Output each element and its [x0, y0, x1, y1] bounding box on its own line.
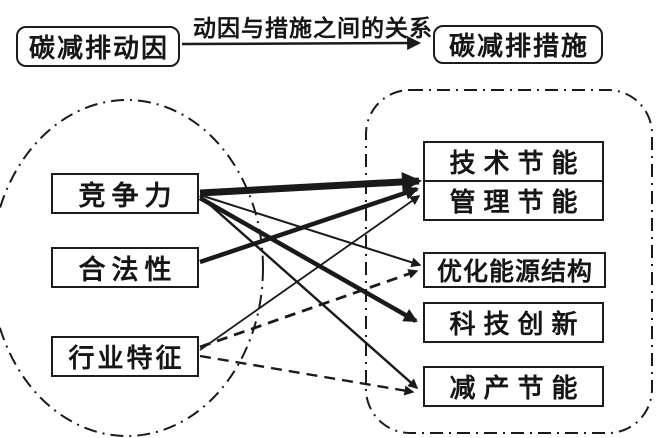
arrow-drivers-to-measures [181, 36, 422, 51]
box-industry-characteristics: 行业特征 [51, 336, 199, 377]
box-optimize-energy-structure: 优化能源结构 [423, 252, 606, 288]
box-legitimacy: 合法性 [51, 247, 199, 288]
arrow-industry-to-production-reduction-dashed [199, 354, 415, 396]
box-competitiveness: 竞争力 [51, 173, 199, 214]
box-carbon-reduction-drivers: 碳减排动因 [16, 26, 180, 67]
drivers-group-ellipse [0, 99, 264, 437]
box-technical-energy-saving: 技术节能 [423, 141, 604, 182]
arrow-competitiveness-to-tech-manage [199, 171, 422, 197]
box-management-energy-saving: 管理节能 [423, 180, 604, 221]
arrow-industry-to-tech-manage [199, 195, 421, 351]
arrow-competitiveness-to-production-reduction [199, 195, 419, 389]
box-tech-innovation: 科技创新 [423, 302, 604, 343]
arrow-competitiveness-to-optimize-energy [199, 194, 422, 268]
box-carbon-reduction-measures: 碳减排措施 [433, 25, 603, 64]
arrow-industry-to-optimize-energy-dashed [199, 269, 419, 349]
box-production-reduction-energy-saving: 减产节能 [423, 366, 604, 407]
arrow-competitiveness-to-tech-innovation [198, 196, 418, 323]
arrow-legitimacy-to-tech-manage [199, 186, 419, 265]
relationship-arrow-label: 动因与措施之间的关系 [193, 16, 433, 41]
